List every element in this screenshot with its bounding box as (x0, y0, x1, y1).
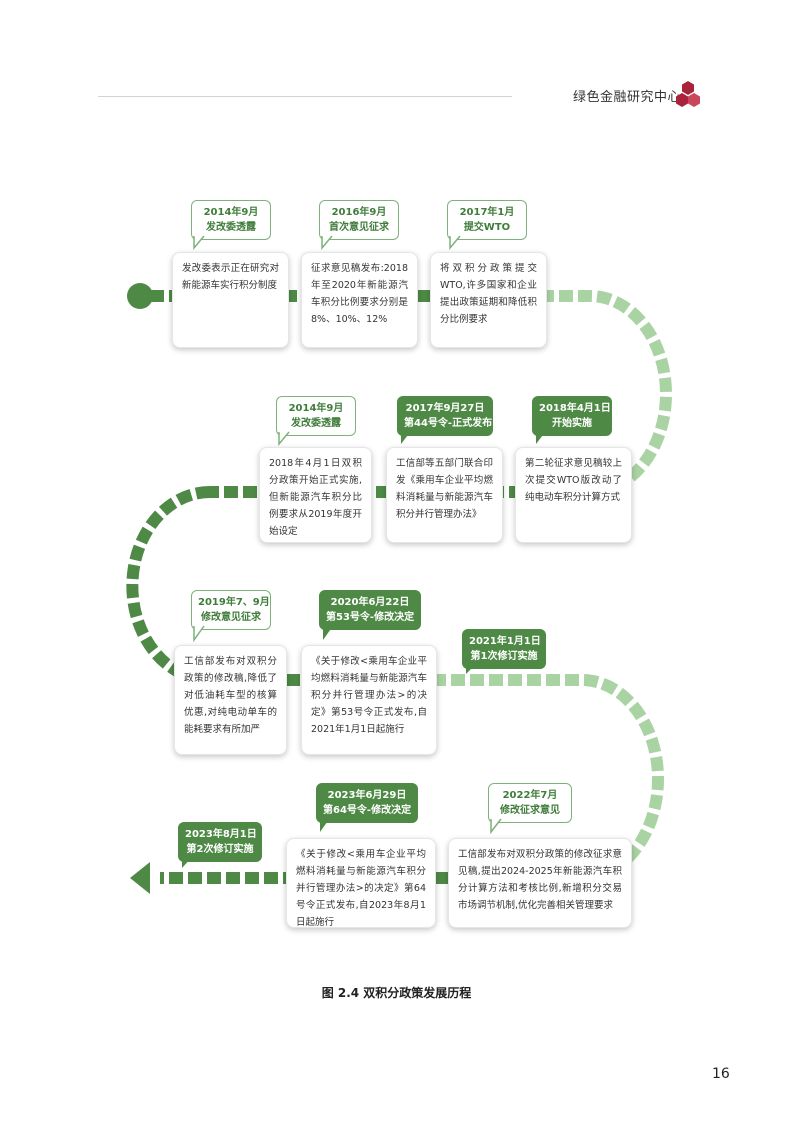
tag-title: 提交WTO (463, 222, 511, 233)
milestone-tag-3: 2017年1月 提交WTO (447, 200, 527, 240)
milestone-tag-7: 2019年7、9月 修改意见征求 (191, 590, 271, 630)
tag-date: 2023年6月29日 (327, 790, 407, 801)
milestone-text: 发改委表示正在研究对新能源车实行积分制度 (182, 263, 279, 291)
tag-date: 2017年9月27日 (405, 403, 485, 414)
tag-date: 2014年9月 (203, 207, 259, 218)
milestone-card-6: 2018年4月1日双积分政策开始正式实施,但新能源汽车积分比例要求从2019年度… (259, 447, 372, 543)
milestone-tag-10: 2022年7月 修改征求意见 (488, 783, 572, 823)
milestone-card-4: 第二轮征求意见稿较上次提交WTO版改动了纯电动车积分计算方式 (515, 447, 632, 543)
milestone-text: 工信部等五部门联合印发《乘用车企业平均燃料消耗量与新能源汽车积分并行管理办法》 (396, 458, 493, 520)
milestone-tag-12: 2023年8月1日 第2次修订实施 (178, 822, 262, 862)
tag-date: 2017年1月 (459, 207, 515, 218)
tag-title: 发改委透露 (206, 222, 256, 233)
hexagon-logo-icon (676, 81, 700, 107)
milestone-card-5: 工信部等五部门联合印发《乘用车企业平均燃料消耗量与新能源汽车积分并行管理办法》 (386, 447, 503, 543)
tag-title: 发改委透露 (291, 418, 341, 429)
tag-date: 2019年7、9月 (198, 597, 270, 608)
milestone-tag-11: 2023年6月29日 第64号令-修改决定 (316, 783, 418, 823)
milestone-tag-1: 2014年9月 发改委透露 (191, 200, 271, 240)
milestone-card-11: 《关于修改<乘用车企业平均燃料消耗量与新能源汽车积分并行管理办法>的决定》第64… (286, 838, 436, 928)
milestone-card-7: 工信部发布对双积分政策的修改稿,降低了对低油耗车型的核算优惠,对纯电动单车的能耗… (174, 645, 287, 755)
milestone-tag-9: 2021年1月1日 第1次修订实施 (462, 629, 546, 669)
milestone-card-10: 工信部发布对双积分政策的修改征求意见稿,提出2024-2025年新能源汽车积分计… (448, 838, 632, 928)
milestone-tag-5: 2017年9月27日 第44号令-正式发布 (397, 396, 493, 436)
milestone-card-1: 发改委表示正在研究对新能源车实行积分制度 (172, 252, 289, 348)
timeline-arrow-icon (130, 862, 150, 894)
tag-date: 2016年9月 (331, 207, 387, 218)
tag-date: 2018年4月1日 (539, 403, 611, 414)
milestone-text: 2018年4月1日双积分政策开始正式实施,但新能源汽车积分比例要求从2019年度… (269, 458, 362, 537)
milestone-text: 将双积分政策提交WTO,许多国家和企业提出政策延期和降低积分比例要求 (440, 263, 537, 325)
milestone-tag-4: 2018年4月1日 开始实施 (532, 396, 612, 436)
tag-title: 修改征求意见 (500, 805, 560, 816)
org-name: 绿色金融研究中心 (573, 90, 682, 105)
milestone-tag-6: 2014年9月 发改委透露 (276, 396, 356, 436)
tag-title: 开始实施 (552, 418, 592, 429)
figure-caption: 图 2.4 双积分政策发展历程 (321, 986, 472, 1000)
milestone-text: 征求意见稿发布:2018年至2020年新能源汽车积分比例要求分别是8%、10%、… (311, 263, 408, 325)
milestone-text: 《关于修改<乘用车企业平均燃料消耗量与新能源汽车积分并行管理办法>的决定》第53… (311, 656, 427, 735)
milestone-tag-2: 2016年9月 首次意见征求 (319, 200, 399, 240)
tag-date: 2021年1月1日 (469, 636, 541, 647)
page-number: 16 (712, 1066, 730, 1082)
tag-date: 2023年8月1日 (185, 829, 257, 840)
milestone-tag-8: 2020年6月22日 第53号令-修改决定 (319, 590, 421, 630)
tag-title: 第64号令-修改决定 (323, 805, 412, 816)
tag-date: 2020年6月22日 (330, 597, 410, 608)
tag-title: 第53号令-修改决定 (326, 612, 415, 623)
milestone-text: 工信部发布对双积分政策的修改稿,降低了对低油耗车型的核算优惠,对纯电动单车的能耗… (184, 656, 277, 735)
tag-date: 2014年9月 (288, 403, 344, 414)
milestone-card-2: 征求意见稿发布:2018年至2020年新能源汽车积分比例要求分别是8%、10%、… (301, 252, 418, 348)
milestone-text: 《关于修改<乘用车企业平均燃料消耗量与新能源汽车积分并行管理办法>的决定》第64… (296, 849, 426, 928)
milestone-text: 工信部发布对双积分政策的修改征求意见稿,提出2024-2025年新能源汽车积分计… (458, 849, 622, 911)
tag-title: 修改意见征求 (201, 612, 261, 623)
milestone-card-8: 《关于修改<乘用车企业平均燃料消耗量与新能源汽车积分并行管理办法>的决定》第53… (301, 645, 437, 755)
tag-title: 第44号令-正式发布 (404, 418, 493, 429)
milestone-text: 第二轮征求意见稿较上次提交WTO版改动了纯电动车积分计算方式 (525, 458, 622, 503)
tag-title: 首次意见征求 (329, 222, 389, 233)
tag-title: 第2次修订实施 (186, 844, 254, 855)
tag-date: 2022年7月 (502, 790, 558, 801)
milestone-card-3: 将双积分政策提交WTO,许多国家和企业提出政策延期和降低积分比例要求 (430, 252, 547, 348)
header-divider (98, 96, 512, 97)
tag-title: 第1次修订实施 (470, 651, 538, 662)
